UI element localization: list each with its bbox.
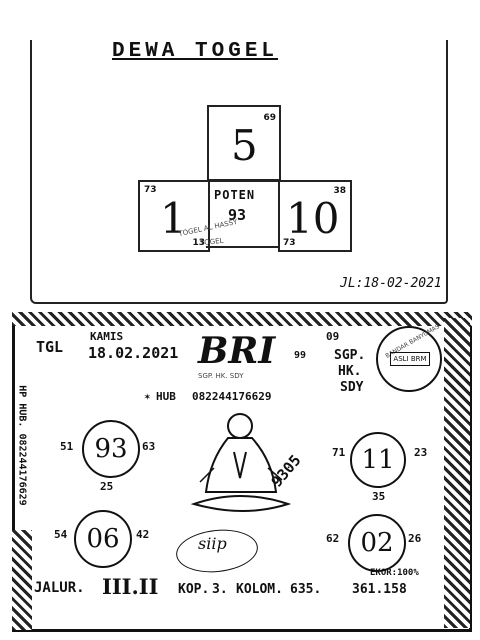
circle-06: 06	[74, 510, 132, 568]
kolom-label: KOLOM.	[236, 582, 283, 597]
side-hp-hub: HP HUB. 082244176629	[16, 385, 28, 506]
ekor-value: 361.158	[352, 582, 407, 597]
kolom-value: 635.	[290, 582, 322, 597]
ticket-99: 99	[294, 350, 307, 361]
grid-cell-top-number: 5	[231, 121, 258, 170]
circle-93-value: 93	[94, 434, 128, 464]
grid-cell-top: 5 69	[207, 105, 281, 181]
circle-93-right: 63	[142, 440, 156, 453]
grid-cell-right-corner-top: 38	[333, 186, 346, 196]
center-value: 93	[228, 206, 247, 224]
circle-93: 93	[82, 420, 140, 478]
ticket-brand: BRI	[198, 330, 276, 372]
circle-93-below: 25	[100, 480, 114, 493]
ticket-date: 18.02.2021	[88, 344, 179, 362]
grid-cell-right: 10 38 73	[278, 180, 352, 252]
market-sgp: SGP.	[334, 348, 366, 363]
market-sdy: SDY	[340, 380, 364, 395]
circle-11-left: 71	[332, 446, 346, 459]
kop-value: 3.	[212, 582, 228, 597]
grid-cell-right-number: 10	[286, 194, 340, 243]
ticket-tgl: TGL	[36, 338, 64, 356]
upper-date: JL:18-02-2021	[340, 276, 442, 291]
ticket-border-right-pattern	[444, 318, 470, 628]
ticket-border-left-pattern	[12, 530, 32, 630]
market-hk: HK.	[338, 364, 362, 379]
circle-11-below: 35	[372, 490, 386, 503]
grid-cell-top-corner: 69	[263, 113, 276, 123]
kop-label: KOP.	[178, 582, 210, 597]
ticket-border-top-pattern	[12, 312, 472, 326]
grid-cell-left-number: 1	[160, 194, 187, 243]
circle-02-value: 02	[360, 528, 394, 558]
center-label: POTEN	[214, 188, 256, 202]
bandar-stamp-inner: ASLI BRM	[390, 352, 430, 366]
jalur-label: JALUR.	[34, 580, 85, 596]
grid-cell-left-corner-bottom: 13	[192, 238, 205, 248]
circle-02: 02	[348, 514, 406, 572]
circle-06-left: 54	[54, 528, 68, 541]
circle-11: 11	[350, 432, 406, 488]
grid-cell-left-corner-top: 73	[144, 185, 157, 195]
star-icon: ✶	[144, 390, 151, 403]
grid-cell-right-corner-bottom: 73	[283, 238, 296, 248]
ticket-day: KAMIS	[90, 330, 124, 343]
circle-02-left: 62	[326, 532, 340, 545]
jalur-value: III.II	[102, 574, 159, 599]
grid-cell-left: 1 73 13	[138, 180, 210, 252]
ekor-label: EKOR:100%	[370, 568, 419, 578]
circle-93-left: 51	[60, 440, 74, 453]
circle-02-right: 26	[408, 532, 422, 545]
circle-11-right: 23	[414, 446, 428, 459]
hub-label: HUB	[156, 390, 176, 403]
ticket-sequence: 09	[326, 330, 340, 343]
hub-number: 082244176629	[192, 390, 272, 403]
grid-cell-center: POTEN 93 TOGEL AL HASSY TOGEL	[178, 180, 278, 248]
ticket-brand-sub: SGP. HK. SDY	[198, 372, 244, 380]
bandar-stamp: BANDAR BANYUMAS ASLI BRM	[376, 323, 442, 392]
grid-cell-center-frame	[206, 180, 278, 248]
page-title: DEWA TOGEL	[112, 40, 279, 63]
figure-sketch-icon	[190, 413, 292, 512]
circle-06-value: 06	[86, 524, 120, 554]
circle-11-value: 11	[361, 445, 395, 475]
signature: siip	[198, 534, 227, 553]
circle-06-right: 42	[136, 528, 150, 541]
